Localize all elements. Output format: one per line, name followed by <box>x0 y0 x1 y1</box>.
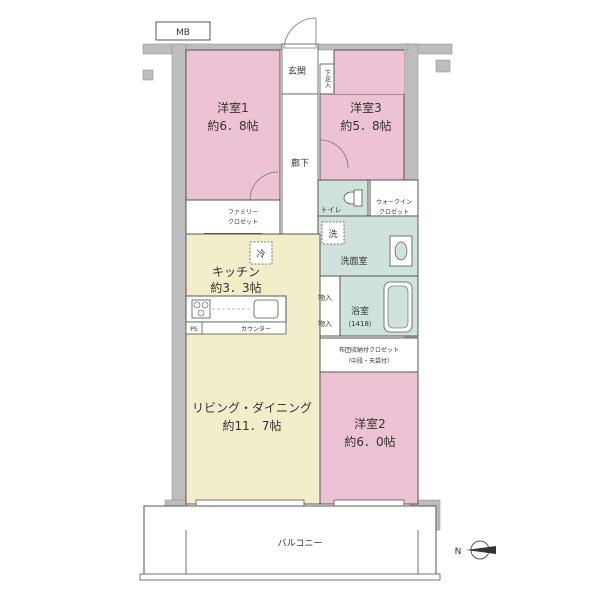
room-3 <box>319 93 405 181</box>
family-closet <box>185 199 281 235</box>
ps-box <box>185 321 203 335</box>
balcony-windows <box>195 499 405 507</box>
genkan-label: 玄関 <box>288 65 306 77</box>
north-label: N <box>455 547 462 557</box>
mb-box <box>155 21 211 41</box>
mb-label: MB <box>176 28 190 38</box>
room-2-size: 約6．0帖 <box>344 434 395 449</box>
sink <box>253 299 279 319</box>
stove <box>191 299 211 319</box>
room-1-size: 約6．8帖 <box>207 118 258 133</box>
corridor <box>281 93 319 245</box>
kitchen-name: キッチン <box>212 265 260 279</box>
ldk-name: リビング・ダイニング <box>192 400 312 415</box>
futon-closet-label-2: （中段・天袋付） <box>345 357 393 365</box>
room-1 <box>185 49 281 201</box>
washing-machine <box>321 221 345 245</box>
ldk-size: 約11．7帖 <box>223 418 282 433</box>
room-3-name: 洋室3 <box>350 100 382 115</box>
balcony <box>143 505 437 577</box>
room-3-door <box>319 139 349 169</box>
bath-name: 浴室 <box>351 305 369 317</box>
ldk-area <box>185 233 321 505</box>
washroom-label: 洗面室 <box>340 255 367 267</box>
wic-label-2: クロゼット <box>379 208 409 216</box>
entrance-area <box>281 43 319 95</box>
toilet-label: トイレ <box>321 206 342 214</box>
wic-label-1: ウォークイン <box>376 198 412 206</box>
kitchen-size: 約3．3帖 <box>210 280 261 295</box>
counter-label: カウンター <box>241 325 271 333</box>
family-closet-label-2: クロゼット <box>228 218 258 226</box>
bath-size: （1418） <box>344 320 376 328</box>
ps-label: PS <box>190 326 198 333</box>
shoe-storage-label: 下足入 <box>324 70 331 88</box>
storage-label-1: 物入 <box>318 293 332 302</box>
futon-closet-label-1: 布団収納付クロゼット <box>339 346 399 354</box>
fridge-space <box>249 241 273 265</box>
north-arrow <box>466 540 496 560</box>
futon-closet <box>319 337 419 373</box>
entrance-door-swing <box>283 17 317 49</box>
corridor-label: 廊下 <box>291 157 309 169</box>
balcony-label: バルコニー <box>278 538 323 549</box>
fridge-label: 冷 <box>256 248 265 260</box>
room-2-name: 洋室2 <box>354 416 386 431</box>
room-1-name: 洋室1 <box>217 100 249 115</box>
room-3-upper <box>334 50 404 94</box>
family-closet-label-1: ファミリー <box>228 209 258 216</box>
wash-label: 洗 <box>328 228 337 240</box>
storage-label-2: 物入 <box>318 319 332 328</box>
room-3-size: 約5．8帖 <box>340 118 391 133</box>
room-1-door <box>249 171 279 201</box>
room-2 <box>319 371 419 505</box>
